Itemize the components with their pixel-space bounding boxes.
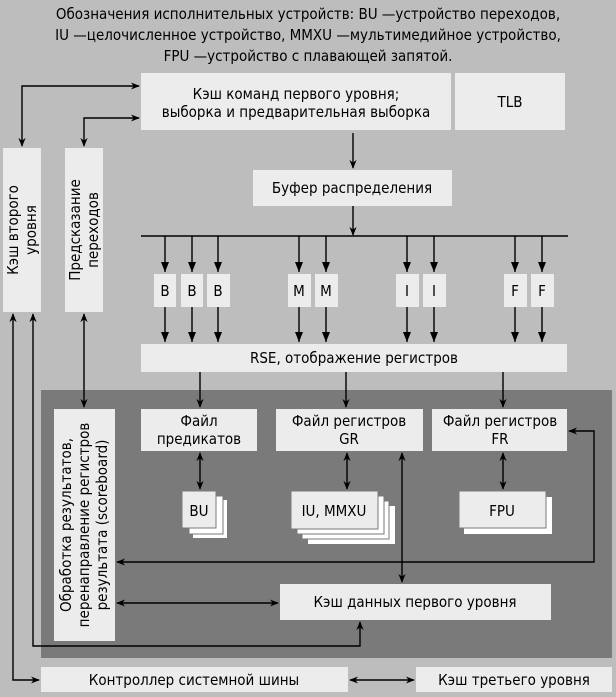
fpu-label: FPU (489, 502, 515, 520)
bu-stack: BU (181, 490, 227, 538)
caption-line-1: Обозначения исполнительных устройств: BU… (56, 5, 560, 23)
iu-mmxu-label: IU, MMXU (302, 502, 367, 520)
dispatch-buffer-block: Буфер распределения (253, 170, 452, 206)
icache-label-1: Кэш команд первого уровня; (193, 85, 400, 103)
scoreboard-label-1: Обработка результатов, (57, 438, 75, 612)
bu-label: BU (189, 502, 208, 520)
port-i2: I (423, 274, 446, 307)
caption-line-2: IU —целочисленное устройство, MMXU —муль… (55, 26, 561, 44)
port-b3: B (207, 274, 230, 307)
predicate-file-label-1: Файл (180, 412, 217, 430)
port-label: B (160, 282, 169, 300)
port-b1: B (154, 274, 176, 307)
tlb-block: TLB (455, 73, 565, 130)
l2-buscontroller-arrow (9, 313, 40, 684)
gr-file-label-2: GR (339, 430, 359, 448)
port-label: B (213, 282, 222, 300)
predicate-file-block: Файл предикатов (141, 409, 257, 451)
gr-file-block: Файл регистров GR (276, 409, 423, 451)
port-label: B (187, 282, 196, 300)
port-m2: M (315, 274, 338, 307)
iu-mmxu-stack: IU, MMXU (290, 490, 395, 544)
l1-data-cache-block: Кэш данных первого уровня (280, 584, 551, 620)
port-i1: I (396, 274, 419, 307)
l3-cache-label: Кэш третьего уровня (438, 671, 590, 689)
l2-icache-arrow (18, 82, 140, 147)
port-f1: F (504, 274, 527, 307)
scoreboard-label-2: перенаправление регистров (75, 423, 93, 628)
icache-block: Кэш команд первого уровня; выборка и пре… (141, 73, 451, 130)
rse-label: RSE, отображение регистров (250, 349, 458, 367)
l3-cache-block: Кэш третьего уровня (416, 667, 612, 692)
tlb-label: TLB (496, 93, 522, 111)
port-m1: M (288, 274, 311, 307)
rse-block: RSE, отображение регистров (141, 344, 567, 372)
fr-file-label-1: Файл регистров (443, 412, 557, 430)
fr-file-block: Файл регистров FR (432, 409, 567, 451)
bus-controller-label: Контроллер системной шины (89, 671, 299, 689)
port-label: F (511, 282, 519, 300)
port-b2: B (181, 274, 203, 307)
icache-label-2: выборка и предварительная выборка (162, 103, 431, 121)
scoreboard-label-3: результата (scoreboard) (93, 440, 111, 611)
port-label: M (293, 282, 305, 300)
branch-predict-label-2: переходов (84, 192, 102, 268)
dispatch-buffer-label: Буфер распределения (272, 179, 432, 197)
branch-predict-block: Предсказание переходов (65, 148, 103, 312)
port-label: I (405, 282, 409, 300)
branch-predict-label-1: Предсказание (66, 179, 84, 281)
l1-data-cache-label: Кэш данных первого уровня (313, 593, 516, 611)
bus-controller-block: Контроллер системной шины (41, 667, 348, 692)
caption: Обозначения исполнительных устройств: BU… (55, 5, 561, 65)
port-label: I (432, 282, 436, 300)
fpu-stack: FPU (458, 490, 552, 534)
l2-cache-label-1: Кэш второго (4, 185, 22, 275)
l2-cache-label-2: уровня (22, 205, 40, 255)
port-arrows (161, 236, 546, 342)
predict-icache-arrow (80, 114, 140, 147)
caption-line-3: FPU —устройство с плавающей запятой. (164, 47, 453, 65)
scoreboard-block: Обработка результатов, перенаправление р… (54, 409, 115, 641)
l2-cache-block: Кэш второго уровня (3, 148, 41, 312)
connectors (9, 82, 595, 684)
port-label: M (320, 282, 332, 300)
port-label: F (538, 282, 546, 300)
issue-ports: B B B M M I I F F (154, 274, 554, 307)
port-f2: F (531, 274, 554, 307)
gr-file-label-1: Файл регистров (292, 412, 406, 430)
predicate-file-label-2: предикатов (157, 430, 241, 448)
fr-file-label-2: FR (491, 430, 508, 448)
